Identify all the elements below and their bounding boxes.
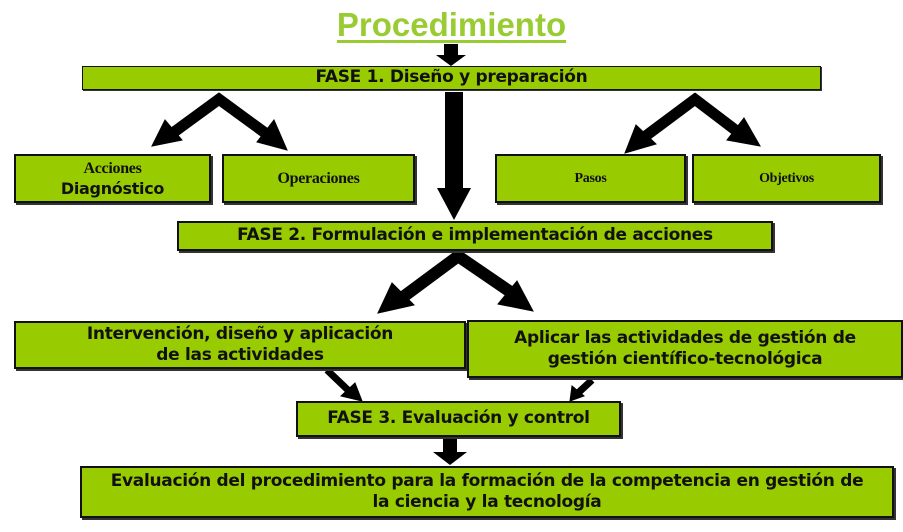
arrow-aplicar-to-fase3: [575, 377, 595, 396]
pasos-label: Pasos: [574, 170, 607, 186]
intervencion-box: Intervención, diseño y aplicación de las…: [14, 321, 466, 369]
arrowhead-aplicar: [497, 280, 534, 312]
final-evaluation-label: Evaluación del procedimiento para la for…: [110, 470, 864, 512]
diagram-title: Procedimiento: [0, 6, 903, 44]
operaciones-box: Operaciones: [222, 154, 415, 203]
acciones-diagnostico-box: Acciones Diagnóstico: [14, 154, 211, 203]
arrow-fase1-to-acciones: [166, 92, 226, 140]
arrow-fase1-to-pasos: [639, 92, 702, 143]
fase1-label: FASE 1. Diseño y preparación: [315, 67, 588, 88]
arrow-title-to-fase1: [436, 44, 466, 66]
fase2-label: FASE 2. Formulación e implementación de …: [237, 225, 713, 246]
arrowhead-intervencion: [377, 282, 415, 314]
arrow-fase2-to-intervencion: [399, 249, 465, 302]
acciones-label: Acciones: [83, 159, 142, 177]
arrow-fase1-to-operaciones: [212, 92, 272, 140]
final-evaluation-box: Evaluación del procedimiento para la for…: [80, 466, 894, 518]
aplicar-label: Aplicar las actividades de gestión de ge…: [514, 327, 856, 369]
aplicar-box: Aplicar las actividades de gestión de ge…: [467, 320, 903, 378]
arrowhead-acciones: [151, 119, 183, 147]
arrow-fase3-to-final: [433, 436, 467, 465]
fase2-box: FASE 2. Formulación e implementación de …: [177, 221, 773, 251]
arrowhead-operaciones: [256, 119, 288, 151]
operaciones-label: Operaciones: [277, 169, 360, 187]
arrow-intervencion-to-fase3: [324, 367, 353, 395]
fase3-label: FASE 3. Evaluación y control: [327, 408, 590, 429]
intervencion-label: Intervención, diseño y aplicación de las…: [86, 323, 394, 365]
title-text: Procedimiento: [336, 6, 567, 43]
pasos-box: Pasos: [495, 154, 686, 203]
arrowhead-objetivos: [726, 117, 761, 147]
diagnostico-label: Diagnóstico: [60, 178, 165, 198]
arrowhead-pasos: [624, 124, 657, 154]
arrow-fase1-to-fase2: [437, 92, 471, 220]
fase3-box: FASE 3. Evaluación y control: [296, 401, 621, 437]
objetivos-label: Objetivos: [759, 170, 814, 186]
arrow-fase1-to-objetivos: [688, 92, 742, 137]
fase1-box: FASE 1. Diseño y preparación: [82, 66, 821, 90]
objetivos-box: Objetivos: [692, 154, 881, 203]
arrow-fase2-to-aplicar: [451, 249, 516, 298]
